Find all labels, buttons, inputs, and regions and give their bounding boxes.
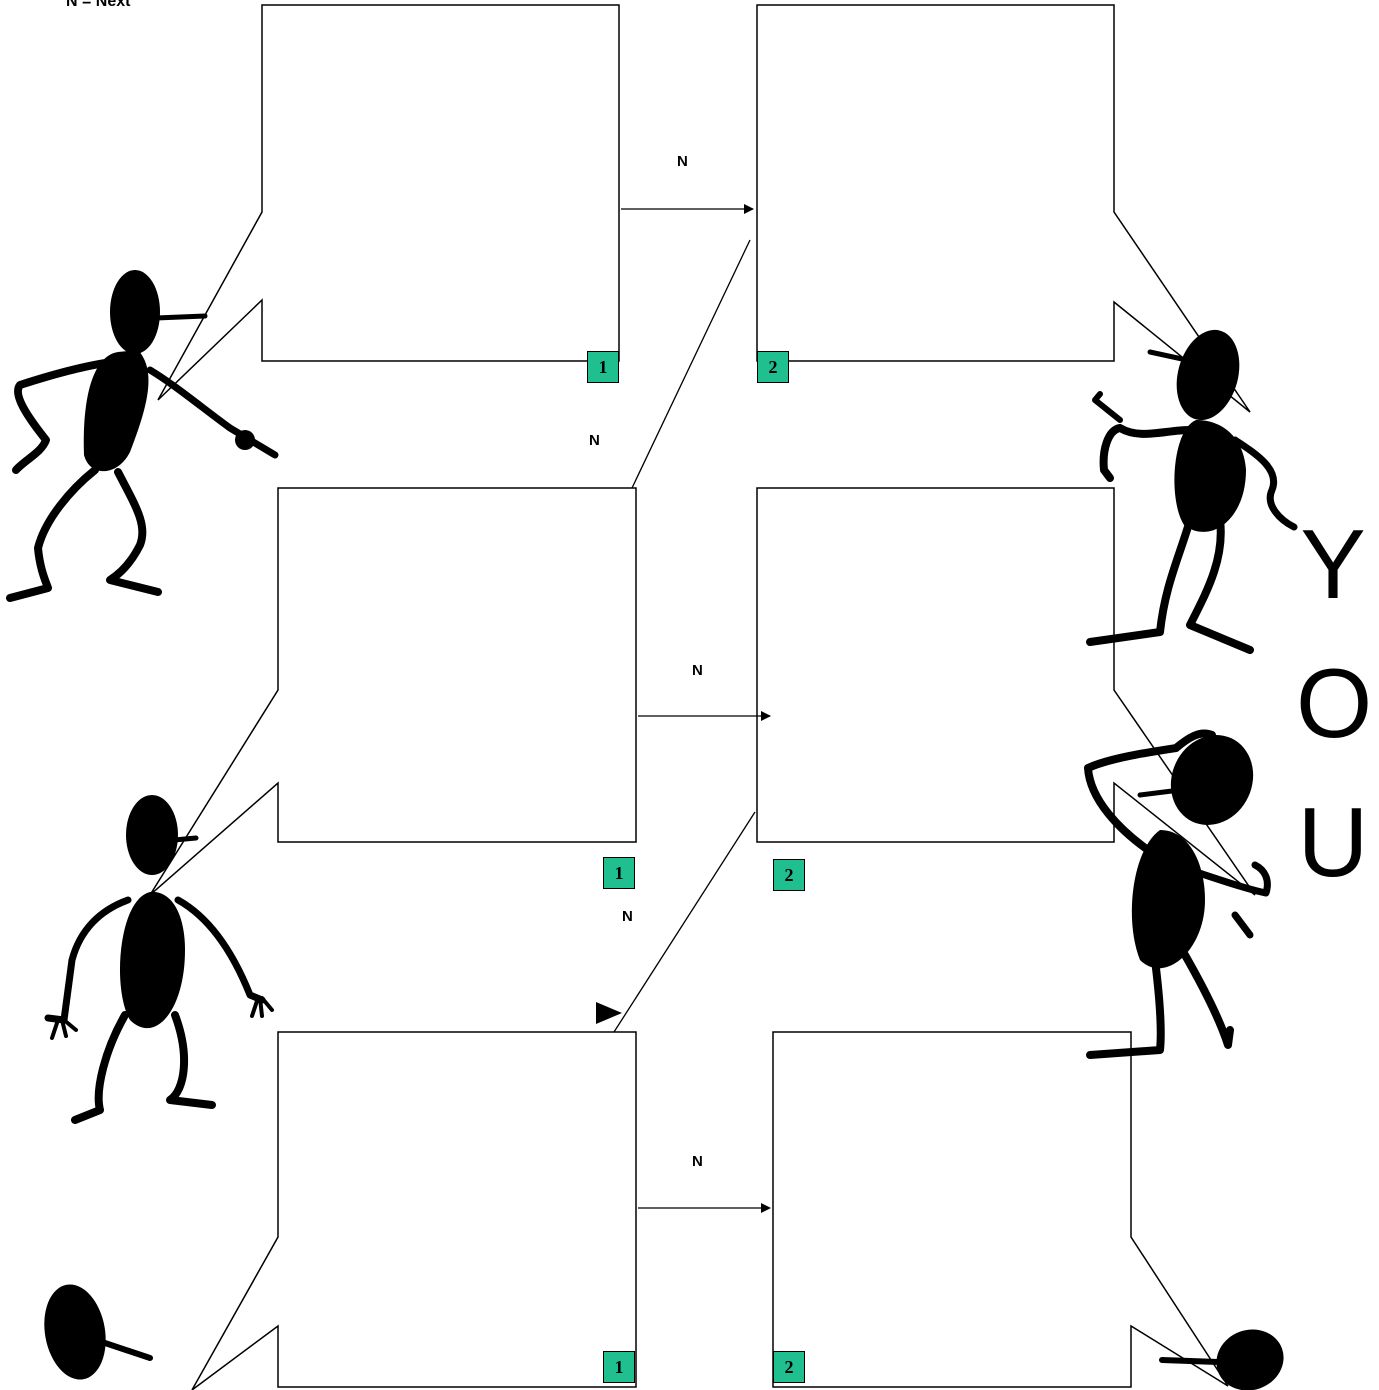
next-label-5: N	[692, 1153, 703, 1170]
next-label-1: N	[677, 153, 688, 170]
you-letter-o: O	[1296, 654, 1370, 752]
connector-line-1	[632, 240, 750, 488]
panel-number-badge: 2	[773, 1351, 805, 1383]
bottom-right-figure-icon	[1162, 1320, 1292, 1390]
pointing-figure-icon	[10, 270, 275, 598]
speech-frame-2[interactable]	[757, 5, 1250, 412]
next-label-4: N	[622, 908, 633, 925]
connector-line-2	[614, 812, 755, 1032]
hand-on-hip-figure-icon	[1090, 323, 1294, 650]
speech-frame-5[interactable]	[192, 1032, 636, 1390]
next-label-3: N	[692, 662, 703, 679]
you-letter-y: Y	[1296, 515, 1370, 613]
panel-number-badge: 1	[587, 351, 619, 383]
panel-number-badge: 2	[773, 859, 805, 891]
arms-out-figure-icon	[48, 795, 272, 1120]
bottom-left-figure-icon	[37, 1280, 150, 1385]
speech-frame-3[interactable]	[150, 488, 636, 895]
thinking-figure-icon	[1088, 721, 1268, 1055]
speech-frame-6[interactable]	[773, 1032, 1228, 1387]
you-letter-u: U	[1296, 793, 1370, 891]
speech-frame-1[interactable]	[158, 5, 619, 400]
next-label-2: N	[589, 432, 600, 449]
panel-number-badge: 2	[757, 351, 789, 383]
arrow-head-standalone	[596, 1002, 622, 1024]
panel-number-badge: 1	[603, 857, 635, 889]
panel-number-badge: 1	[603, 1351, 635, 1383]
legend-label: N = Next	[66, 0, 130, 11]
